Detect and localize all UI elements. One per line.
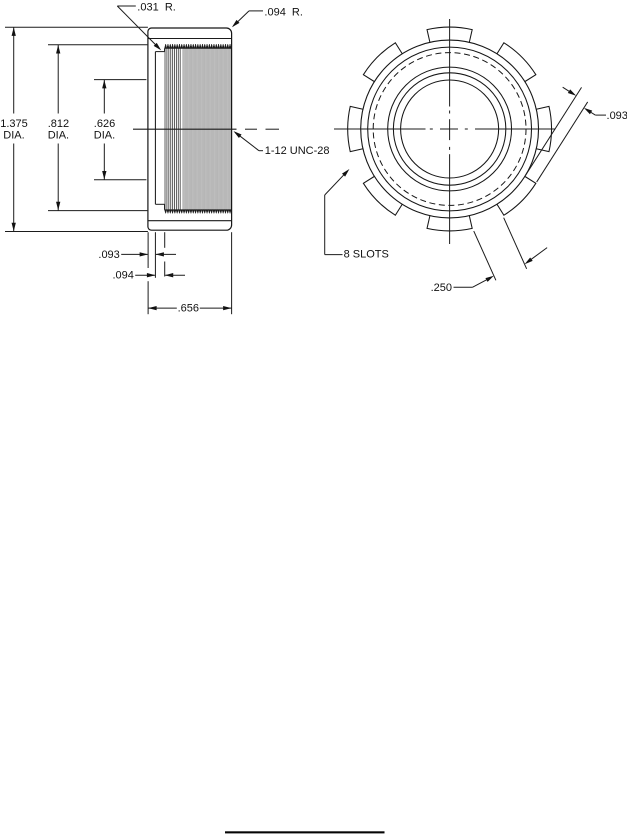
svg-text:.812: .812: [48, 118, 69, 130]
svg-text:1.375: 1.375: [0, 118, 28, 130]
svg-text:.094: .094: [112, 270, 133, 282]
svg-text:.093: .093: [607, 110, 627, 122]
svg-text:DIA.: DIA.: [48, 130, 69, 142]
svg-text:.626: .626: [94, 118, 115, 130]
svg-text:1-12 UNC-28: 1-12 UNC-28: [265, 145, 330, 157]
svg-text:.031 R.: .031 R.: [137, 1, 176, 13]
svg-text:.093: .093: [98, 249, 119, 261]
svg-text:DIA.: DIA.: [3, 130, 24, 142]
svg-text:DIA.: DIA.: [94, 130, 115, 142]
svg-text:.250: .250: [431, 282, 452, 294]
svg-text:.656: .656: [178, 303, 199, 315]
svg-text:8 SLOTS: 8 SLOTS: [344, 249, 389, 261]
svg-text:.094 R.: .094 R.: [264, 6, 303, 18]
